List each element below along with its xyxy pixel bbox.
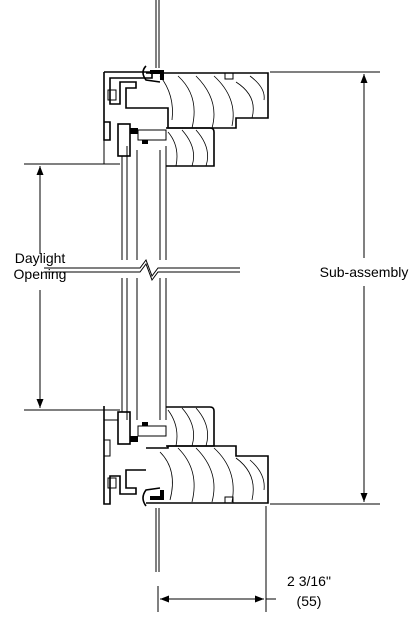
top-clip-hook: [142, 65, 161, 83]
top-glazing-stop: [166, 127, 215, 167]
bottom-cladding-leg: [104, 439, 111, 457]
top-cladding-hollow: [107, 89, 117, 101]
bottom-cladding-hollow: [107, 477, 117, 489]
top-clip: [150, 70, 164, 80]
bottom-glazing-stop: [166, 406, 215, 447]
top-sealant: [142, 140, 148, 144]
top-wood-rail: [146, 72, 269, 129]
bottom-rail-assembly: [103, 406, 269, 572]
bottom-rail-grain: [159, 447, 265, 503]
depth-label-imperial: 2 3/16": [287, 573, 331, 589]
daylight-label-line1: Daylight: [15, 250, 66, 266]
depth-label-metric: (55): [297, 593, 322, 609]
break-line-2: [44, 262, 240, 282]
bottom-spacer: [137, 425, 167, 437]
break-line: [44, 258, 240, 278]
insulated-glass-unit: [44, 146, 240, 420]
depth-dimension: 2 3/16" (55): [157, 506, 331, 612]
bottom-wood-rail: [146, 445, 269, 504]
daylight-opening-dimension: Daylight Opening: [14, 163, 120, 411]
top-spacer: [137, 129, 167, 141]
bottom-rail-notch: [224, 496, 234, 503]
bottom-sealant: [142, 422, 148, 426]
daylight-label-line2: Opening: [14, 266, 67, 282]
top-cladding-leg: [103, 72, 111, 141]
top-glazing-bead: [117, 123, 131, 157]
top-rail-grain: [159, 75, 265, 128]
top-stop-grain: [167, 129, 209, 166]
top-rail-assembly: [103, 0, 269, 167]
bottom-stop-grain: [167, 407, 209, 446]
bottom-clip-hook: [142, 487, 161, 507]
top-cladding-outer: [104, 71, 153, 109]
bottom-glazing-bead: [117, 411, 131, 445]
top-setting-block: [130, 128, 138, 134]
sub-assembly-label: Sub-assembly: [320, 264, 409, 280]
bottom-clip: [150, 490, 164, 500]
top-cladding-lip: [103, 140, 118, 165]
bottom-setting-block: [130, 436, 138, 442]
sub-assembly-dimension: Sub-assembly: [270, 71, 409, 505]
bottom-cladding-outer: [103, 406, 146, 505]
top-rail-notch: [224, 73, 234, 80]
